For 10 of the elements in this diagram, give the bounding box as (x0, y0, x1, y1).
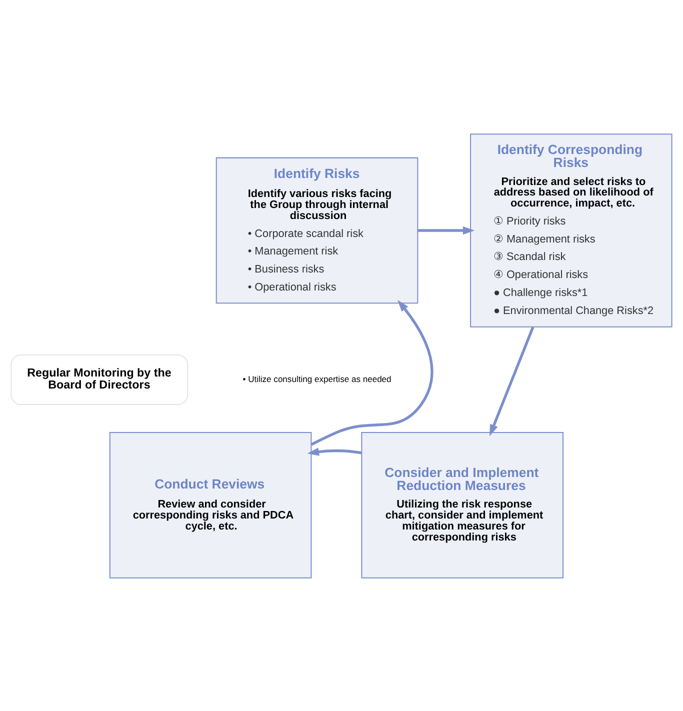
node-box: Identify Corresponding Risks Prioritize and select risks to address based on likelihood of occurrence, impact, etc. ① Priority risks ② Management risks ③ Scandal risk ④ Operational risks ● Challenge risks*1 ● Environmental Change Risks*2 (470, 133, 672, 327)
node-box: Identify Risks Identify various risks facing the Group through internal discussion • Corporate scandal risk • Management risk • Business risks • Operational risks (216, 156, 418, 304)
node-box: Regular Monitoring by the Board of Directors (10, 354, 188, 404)
arrow (307, 447, 362, 456)
arrow (418, 226, 475, 234)
node-box: Consider and Implement Reduction Measures Utilizing the risk response chart, consider and implement mitigation measures for corresponding risks (361, 432, 564, 578)
arrow (490, 326, 534, 436)
node-box: Conduct Reviews Review and consider corresponding risks and PDCA cycle, etc. (109, 432, 312, 578)
arrow (310, 300, 434, 446)
label: • Utilize consulting expertise as needed (242, 373, 392, 384)
